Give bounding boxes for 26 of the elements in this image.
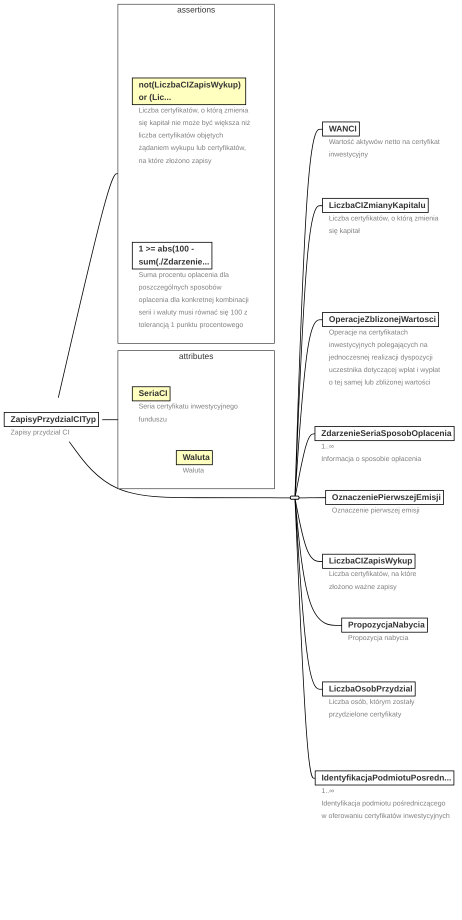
connector: [294, 128, 323, 497]
node-box: LiczbaCIZapisWykup: [322, 554, 416, 569]
connector: [294, 499, 316, 779]
connector: [294, 205, 323, 497]
node-box: LiczbaOsobPrzydzial: [322, 682, 416, 696]
node-box: IdentyfikacjaPodmiotuPosredn...: [314, 770, 454, 786]
connector: [299, 497, 326, 498]
node-box: SeriaCI: [132, 386, 170, 402]
node-box: OznaczeniePierwszejEmisji: [325, 490, 444, 505]
node-box: PropozycjaNabycia: [341, 618, 428, 633]
connector: [102, 419, 118, 420]
node-box: Waluta: [176, 450, 213, 466]
connector: [294, 319, 323, 497]
connector: [294, 499, 323, 562]
connector: [294, 499, 323, 690]
node-box: WANCI: [322, 122, 360, 136]
node-box: 1 >= abs(100 - sum(./Zdarzenie...: [132, 242, 212, 270]
node-box: LiczbaCIZmianyKapitalu: [322, 198, 429, 213]
node-box: ZdarzenieSeriaSposobOplacenia: [314, 426, 455, 442]
node-box: not(LiczbaCIZapisWykup) or (Lic...: [132, 78, 246, 106]
connector: [294, 433, 316, 497]
node-box: OperacjeZblizonejWartosci: [322, 312, 439, 327]
node-box: ZapisyPrzydzialCITyp: [4, 412, 99, 427]
connector: [58, 173, 118, 398]
connector: [68, 441, 291, 498]
connector: [294, 499, 342, 626]
